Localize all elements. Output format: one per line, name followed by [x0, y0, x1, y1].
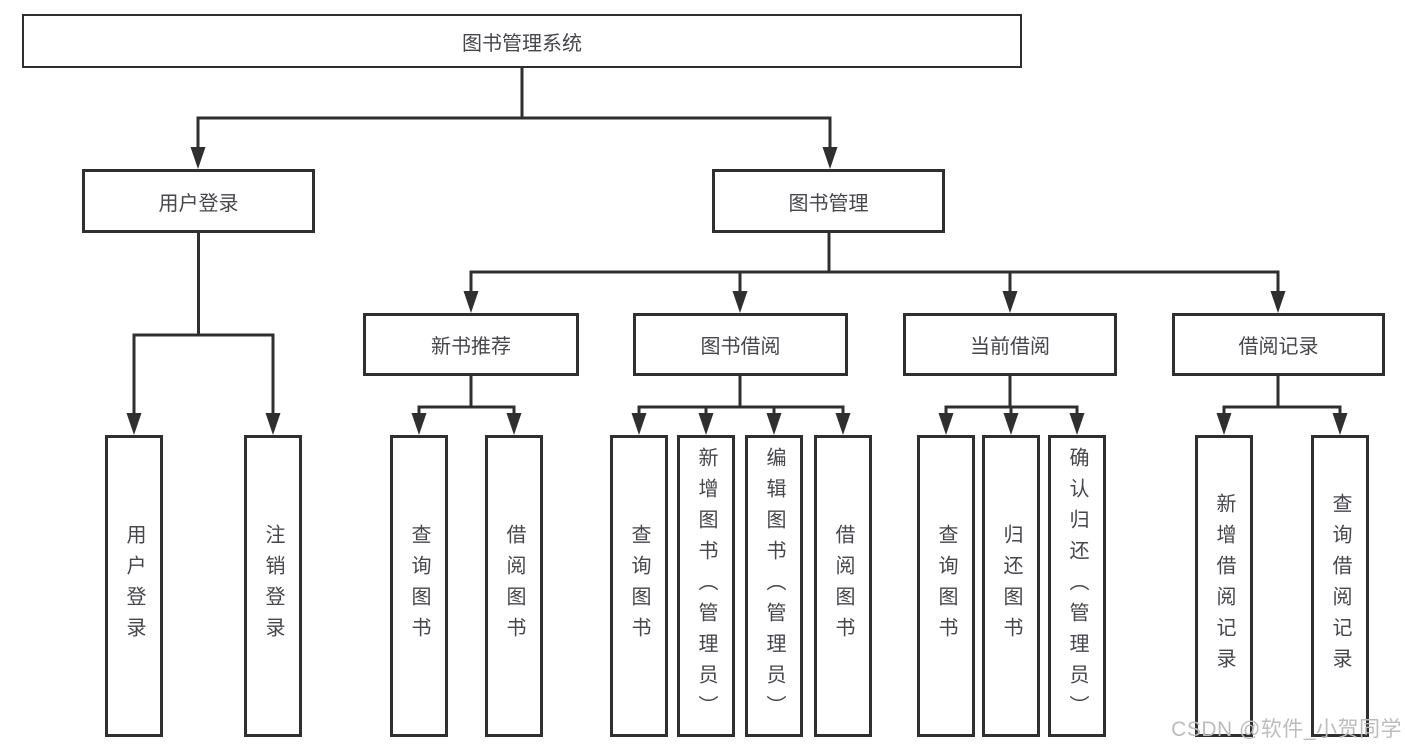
node-leaf-query-books-current-label: 查询图书	[935, 524, 957, 648]
node-book-mgmt: 图书管理	[712, 169, 945, 233]
node-current-borrow-label: 当前借阅	[970, 336, 1050, 358]
node-leaf-query-borrow-record-label: 查询借阅记录	[1329, 493, 1351, 679]
node-book-mgmt-label: 图书管理	[788, 192, 869, 215]
node-leaf-edit-books-admin: 编辑图书（管理员）	[745, 435, 803, 737]
node-leaf-edit-books-admin-label: 编辑图书（管理员）	[763, 446, 785, 726]
watermark: CSDN @软件_小贺同学	[1171, 718, 1402, 741]
node-leaf-add-books-admin-label: 新增图书（管理员）	[695, 446, 717, 726]
node-leaf-query-books-borrow-label: 查询图书	[628, 524, 650, 648]
node-leaf-user-login-label: 用户登录	[123, 524, 145, 648]
connector-current-children	[938, 374, 1085, 435]
node-leaf-user-login: 用户登录	[105, 435, 163, 737]
node-leaf-borrow-books-label: 借阅图书	[832, 524, 854, 648]
node-current-borrow: 当前借阅	[903, 313, 1117, 376]
node-book-borrow: 图书借阅	[633, 313, 848, 376]
node-borrow-record-label: 借阅记录	[1238, 336, 1319, 358]
connector-root-to-level2	[190, 66, 838, 169]
node-new-book-recommend: 新书推荐	[363, 313, 579, 376]
node-leaf-query-books-recommend: 查询图书	[390, 435, 448, 737]
node-borrow-record: 借阅记录	[1172, 313, 1385, 376]
node-new-book-recommend-label: 新书推荐	[431, 336, 511, 358]
node-leaf-logout-login-label: 注销登录	[262, 524, 284, 648]
node-root-label: 图书管理系统	[462, 32, 582, 55]
node-leaf-query-books-recommend-label: 查询图书	[408, 524, 430, 648]
connector-borrow-children	[631, 374, 851, 435]
node-leaf-add-books-admin: 新增图书（管理员）	[677, 435, 735, 737]
node-leaf-query-borrow-record: 查询借阅记录	[1311, 435, 1369, 737]
node-leaf-add-borrow-record-label: 新增借阅记录	[1213, 493, 1235, 679]
node-leaf-borrow-books-recommend-label: 借阅图书	[503, 524, 525, 648]
node-leaf-confirm-return-admin: 确认归还（管理员）	[1048, 435, 1106, 737]
node-leaf-query-books-current: 查询图书	[917, 435, 975, 737]
node-leaf-return-books: 归还图书	[982, 435, 1040, 737]
node-user-login: 用户登录	[82, 169, 315, 233]
node-leaf-borrow-books: 借阅图书	[814, 435, 872, 737]
connector-user-login-children	[126, 231, 281, 435]
connector-recommend-children	[411, 374, 522, 435]
node-leaf-query-books-borrow: 查询图书	[610, 435, 668, 737]
node-user-login-label: 用户登录	[158, 192, 239, 215]
node-root-system: 图书管理系统	[22, 14, 1022, 68]
connector-record-children	[1216, 374, 1348, 435]
node-leaf-return-books-label: 归还图书	[1000, 524, 1022, 648]
node-leaf-borrow-books-recommend: 借阅图书	[485, 435, 543, 737]
node-leaf-confirm-return-admin-label: 确认归还（管理员）	[1066, 446, 1088, 726]
connector-book-mgmt-children	[463, 231, 1286, 313]
node-leaf-logout-login: 注销登录	[244, 435, 302, 737]
node-leaf-add-borrow-record: 新增借阅记录	[1195, 435, 1253, 737]
node-book-borrow-label: 图书借阅	[700, 336, 781, 358]
